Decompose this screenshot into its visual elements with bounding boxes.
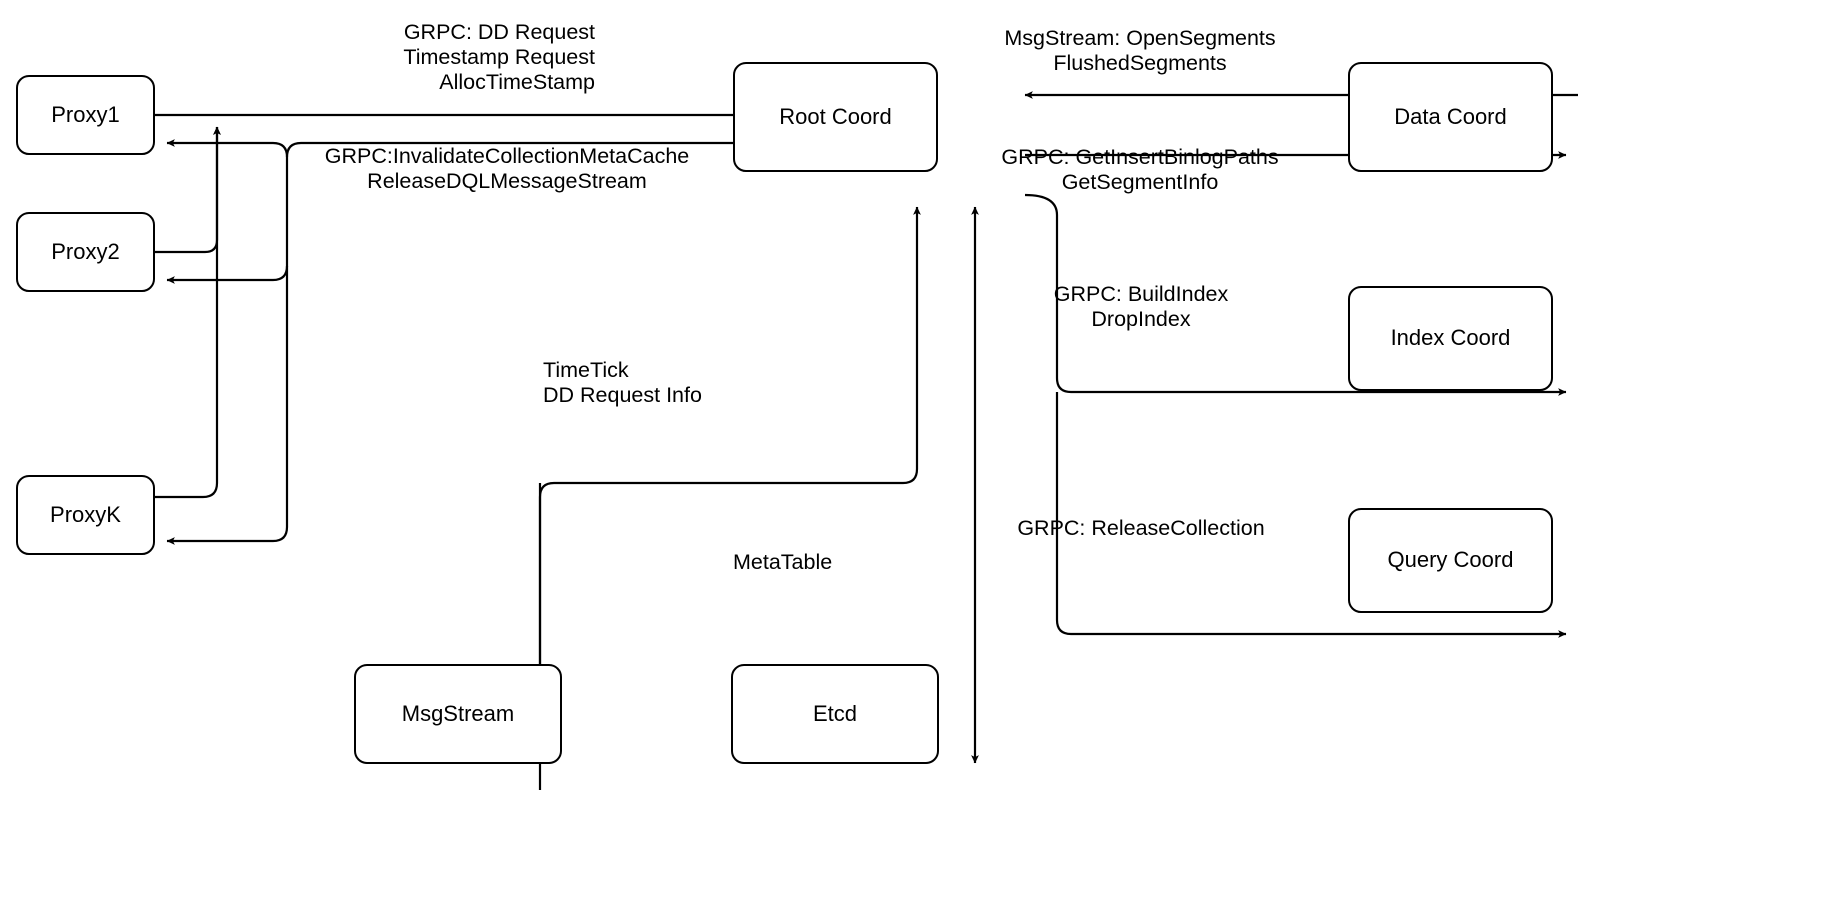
node-data-coord-label: Data Coord — [1394, 103, 1507, 129]
node-root-coord[interactable]: Root Coord — [733, 62, 938, 172]
node-query-coord[interactable]: Query Coord — [1348, 508, 1553, 613]
node-proxy1-label: Proxy1 — [51, 101, 120, 127]
edge-label-rootcoord-to-msgstream: TimeTick DD Request Info — [543, 358, 702, 407]
node-index-coord[interactable]: Index Coord — [1348, 286, 1553, 391]
node-proxyk[interactable]: ProxyK — [16, 475, 155, 555]
edge-label-rootcoord-to-proxy: GRPC:InvalidateCollectionMetaCache Relea… — [324, 144, 690, 193]
edge-rootcoord-to-querycoord — [1055, 392, 1567, 638]
node-etcd-label: Etcd — [812, 700, 858, 726]
edge-label-rootcoord-to-etcd: MetaTable — [733, 550, 833, 574]
edge-label-rootcoord-to-indexcoord: GRPC: BuildIndex DropIndex — [1053, 282, 1229, 331]
node-index-coord-label: Index Coord — [1390, 325, 1511, 351]
node-proxyk-label: ProxyK — [50, 501, 121, 527]
node-query-coord-label: Query Coord — [1387, 547, 1514, 573]
edge-label-proxy-to-rootcoord: GRPC: DD Request Timestamp Request Alloc… — [403, 20, 595, 94]
node-msgstream[interactable]: MsgStream — [354, 664, 562, 764]
edge-rootcoord-to-indexcoord — [1024, 193, 1567, 396]
edge-label-datacoord-to-rootcoord: MsgStream: OpenSegments FlushedSegments — [1004, 26, 1276, 75]
node-root-coord-label: Root Coord — [779, 103, 892, 129]
node-proxy2-label: Proxy2 — [51, 238, 120, 264]
edge-label-rootcoord-to-datacoord: GRPC: GetInsertBinlogPaths GetSegmentInf… — [1001, 145, 1279, 194]
node-data-coord[interactable]: Data Coord — [1348, 62, 1553, 172]
edge-proxy2-to-bus — [155, 126, 221, 254]
edge-rootcoord-to-proxy-bus — [166, 141, 855, 545]
node-etcd[interactable]: Etcd — [731, 664, 939, 764]
node-msgstream-label: MsgStream — [401, 700, 515, 726]
edge-proxyk-to-bus — [155, 126, 221, 499]
edge-bus-to-proxy1 — [166, 139, 289, 158]
edge-bus-to-proxy2 — [166, 265, 289, 284]
edge-label-rootcoord-to-querycoord: GRPC: ReleaseCollection — [1017, 516, 1265, 540]
node-proxy1[interactable]: Proxy1 — [16, 75, 155, 155]
node-proxy2[interactable]: Proxy2 — [16, 212, 155, 292]
